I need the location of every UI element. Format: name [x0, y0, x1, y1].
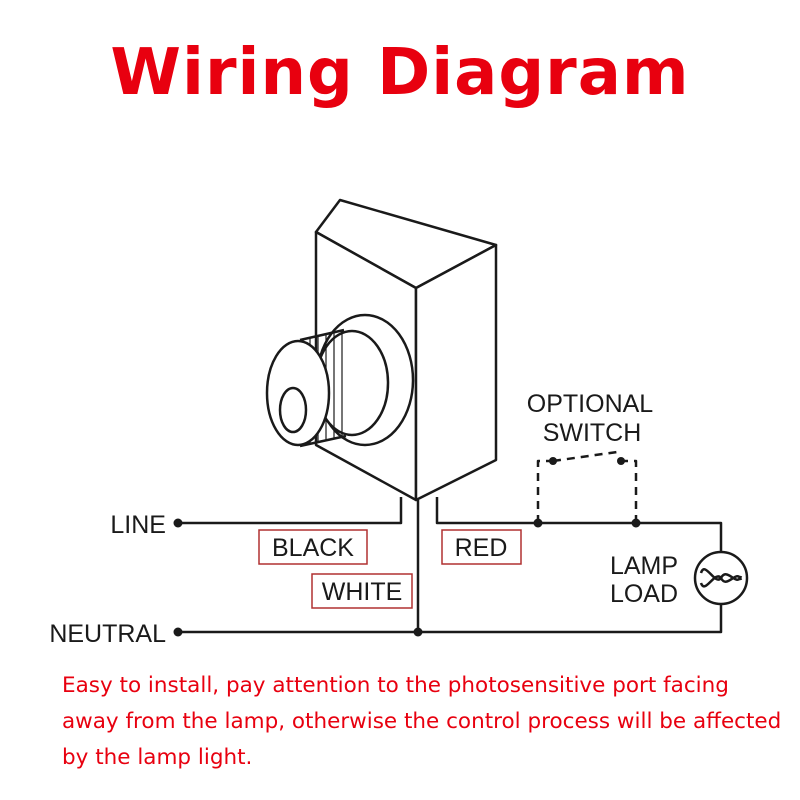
white-neutral-junction [413, 627, 423, 637]
junction-dots [173, 457, 641, 637]
red-label-box [441, 529, 522, 565]
neutral-label: NEUTRAL [49, 620, 166, 648]
diagram-title: Wiring Diagram [110, 36, 690, 110]
line-label: LINE [110, 511, 166, 539]
neutral-terminal-dot [173, 627, 183, 637]
black-label-box [258, 529, 368, 565]
switch-contact-left [549, 457, 557, 465]
photosensitive-port [265, 313, 415, 448]
black-wire-label: BLACK [272, 534, 354, 562]
white-label-box [311, 573, 413, 609]
line-terminal-dot [173, 518, 183, 528]
optional-label: OPTIONAL [527, 390, 654, 418]
switch-label: SWITCH [543, 419, 642, 447]
lamp-label: LAMP [610, 552, 678, 580]
switch-contact-right [617, 457, 625, 465]
installation-note: Easy to install, pay attention to the ph… [62, 673, 782, 770]
optional-switch [536, 450, 638, 523]
lamp-load-symbol [693, 550, 749, 606]
white-wire-label: WHITE [322, 578, 403, 606]
red-wire-label: RED [455, 534, 508, 562]
load-label: LOAD [610, 580, 678, 608]
switch-junction-right [631, 518, 641, 528]
wires [178, 497, 723, 634]
switch-junction-left [533, 518, 543, 528]
